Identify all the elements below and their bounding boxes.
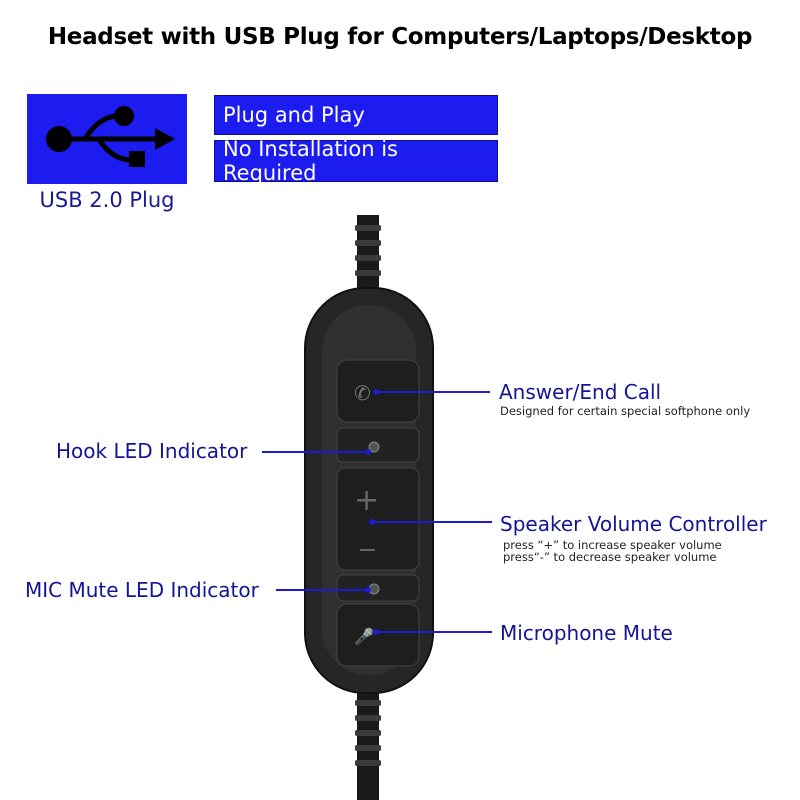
mic-mute-led-label: MIC Mute LED Indicator [25,578,259,602]
cable-bottom [355,685,381,800]
usb-label: USB 2.0 Plug [39,188,175,212]
hook-led-label: Hook LED Indicator [56,439,248,463]
svg-text:✆: ✆ [354,381,371,405]
feature-no-installation: No Installation is Required [214,137,498,185]
volume-buttons [336,467,420,571]
speaker-volume-label: Speaker Volume Controller [500,512,767,536]
answer-note: Designed for certain special softphone o… [500,404,751,418]
volume-note-plus: press “+” to increase speaker volume [503,538,722,552]
feature-plug-and-play: Plug and Play [214,95,498,135]
answer-end-call-label: Answer/End Call [499,380,662,404]
usb-badge [27,94,187,184]
volume-note-minus: press“-” to decrease speaker volume [503,550,717,564]
mic-mute-button [336,603,420,667]
usb-icon [46,106,175,167]
svg-text:🎤: 🎤 [354,627,374,646]
page-title: Headset with USB Plug for Computers/Lapt… [47,24,753,50]
svg-text:+: + [354,483,379,518]
microphone-mute-label: Microphone Mute [500,621,673,645]
cable-top [355,215,381,295]
